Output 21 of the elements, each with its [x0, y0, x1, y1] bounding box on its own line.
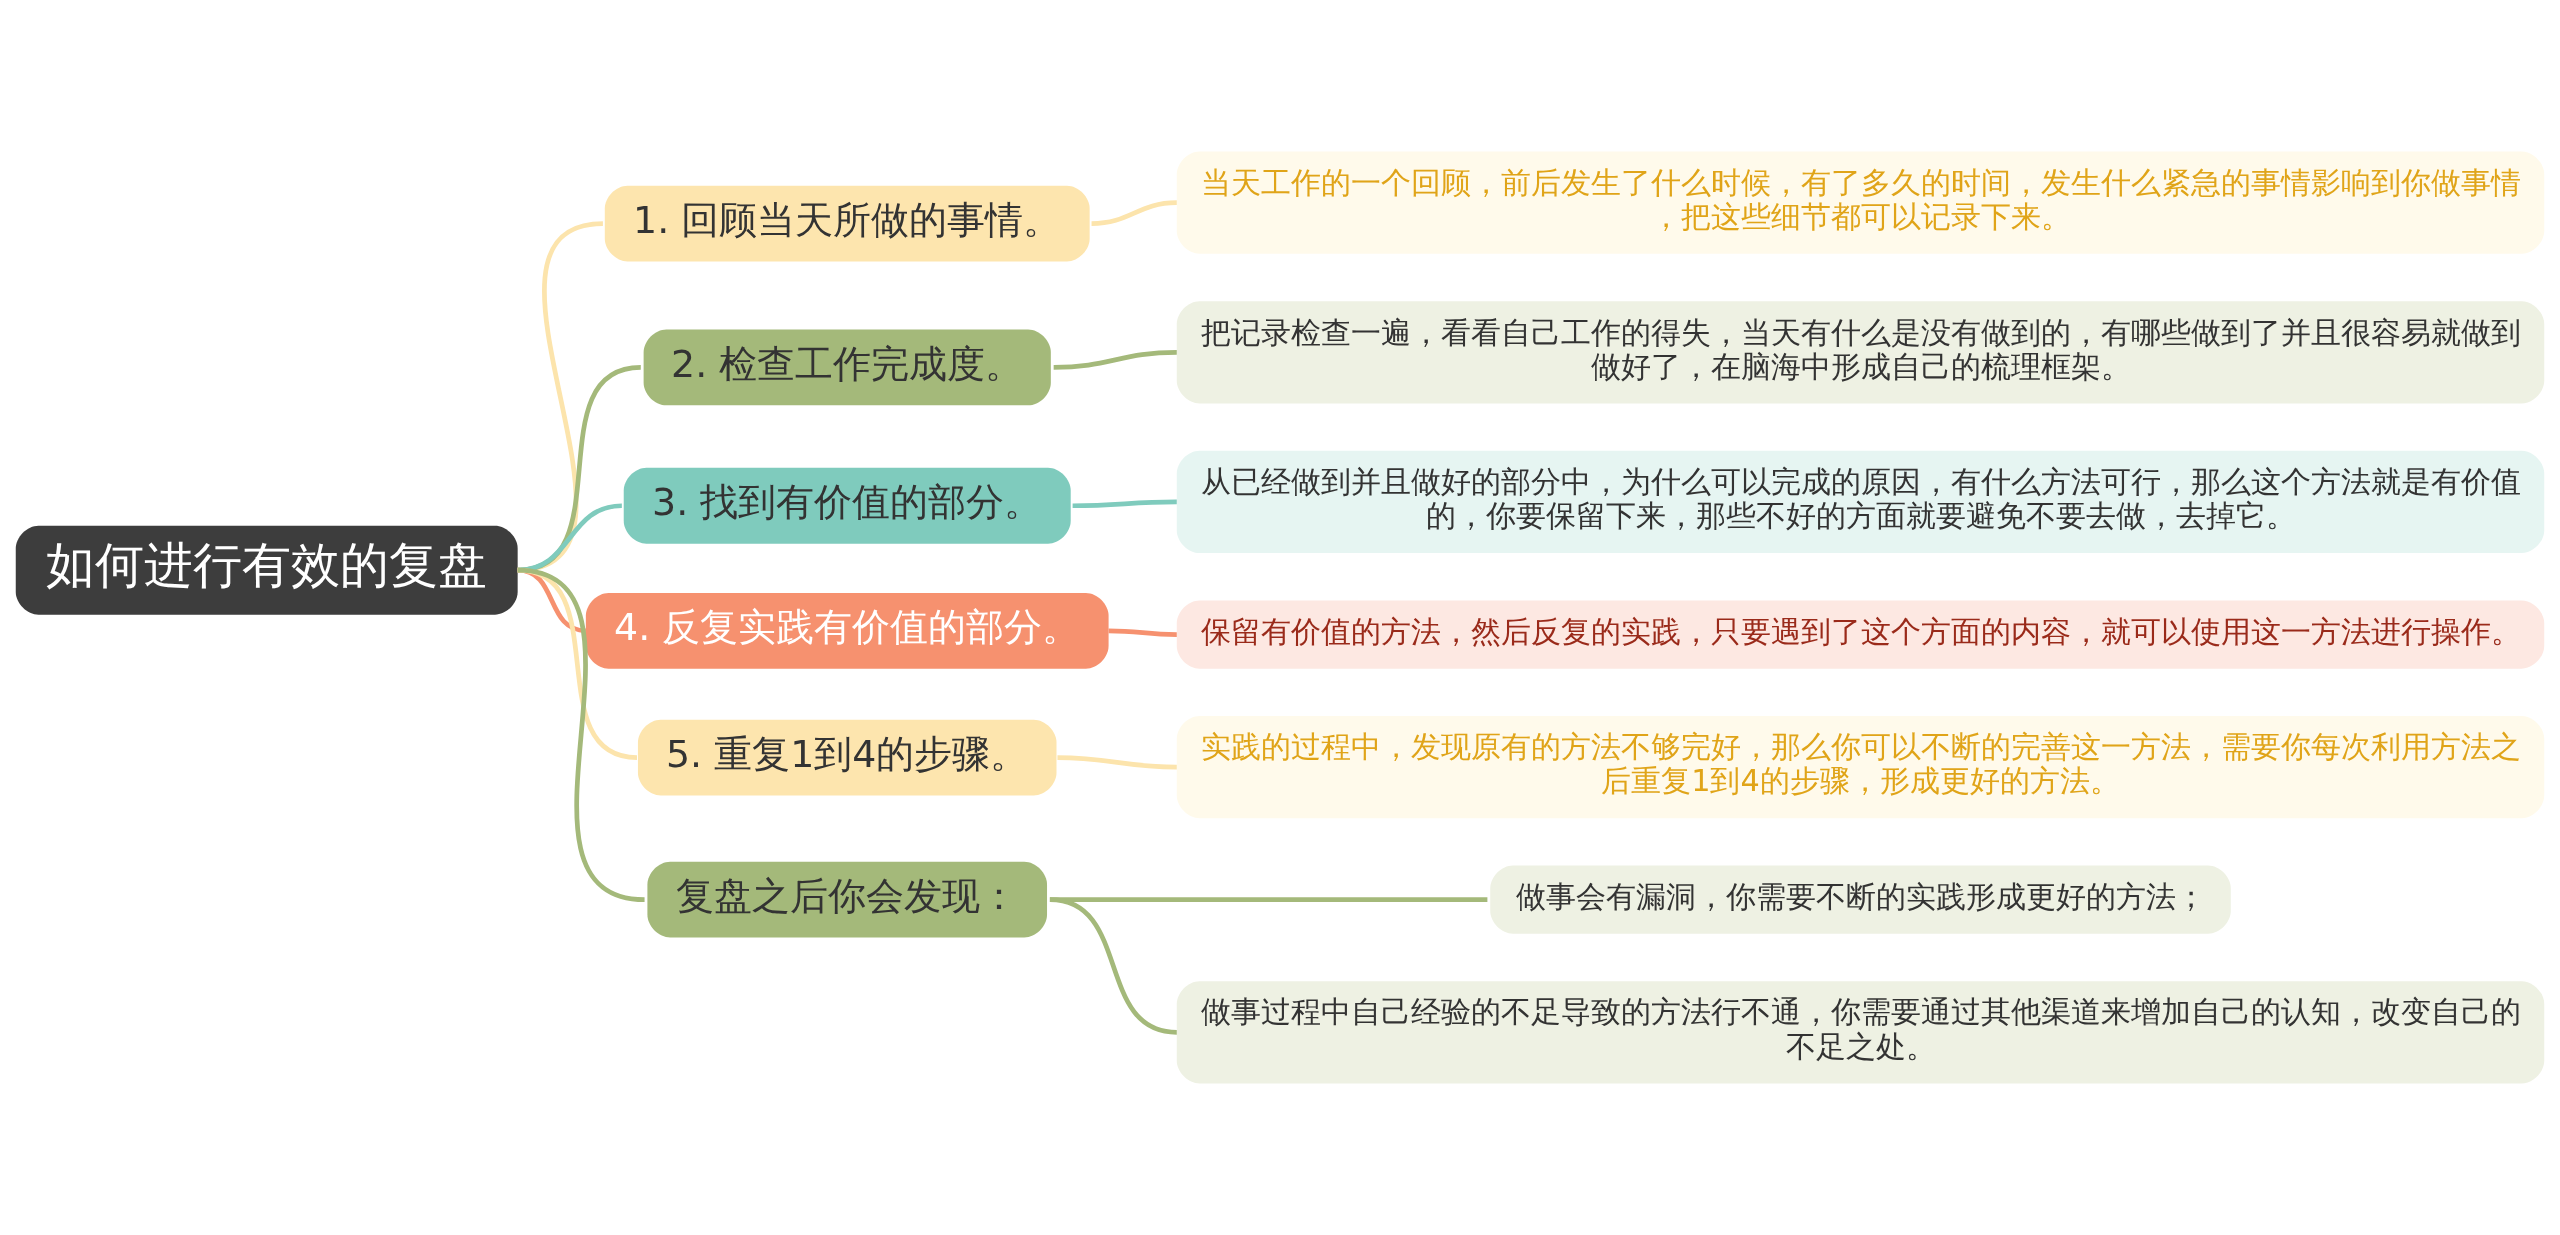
node-box: 1. 回顾当天所做的事情。: [604, 185, 1090, 262]
node-box: 3. 找到有价值的部分。: [623, 467, 1071, 544]
node-box: 2. 检查工作完成度。: [643, 329, 1051, 406]
node-box: 5. 重复1到4的步骤。: [637, 719, 1057, 796]
node-box: 实践的过程中，发现原有的方法不够完好，那么你可以不断的完善这一方法，需要你每次利用方法之后重复1到4的步骤，形成更好的方法。: [1176, 716, 2545, 819]
connector: [1072, 499, 1177, 509]
node-box: 把记录检查一遍，看看自己工作的得失，当天有什么是没有做到的，有哪些做到了并且很容易就做到做好了，在脑海中形成自己的梳理框架。: [1176, 301, 2545, 404]
connector: [517, 567, 646, 903]
node-box: 保留有价值的方法，然后反复的实践，只要遇到了这个方面的内容，就可以使用这一方法进行操作。: [1176, 600, 2545, 669]
connector: [1053, 349, 1177, 370]
node-box: 从已经做到并且做好的部分中，为什么可以完成的原因，有什么方法可行，那么这个方法就是有价值的，你要保留下来，那些不好的方面就要避免不要去做，去掉它。: [1176, 450, 2545, 554]
node-box: 做事会有漏洞，你需要不断的实践形成更好的方法；: [1490, 865, 2231, 934]
connector: [1057, 755, 1177, 770]
node-box: 做事过程中自己经验的不足导致的方法行不通，你需要通过其他渠道来增加自己的认知，改变自己的不足之处。: [1176, 981, 2545, 1084]
node-box: 复盘之后你会发现：: [647, 861, 1048, 938]
connector: [1049, 897, 1178, 1035]
node-box: 如何进行有效的复盘: [15, 525, 518, 615]
node-box: 4. 反复实践有价值的部分。: [585, 592, 1109, 669]
node-box: 当天工作的一个回顾，前后发生了什么时候，有了多久的时间，发生什么紧急的事情影响到你做事情，把这些细节都可以记录下来。: [1176, 151, 2545, 254]
connector: [1108, 628, 1177, 637]
connector: [1091, 200, 1177, 226]
